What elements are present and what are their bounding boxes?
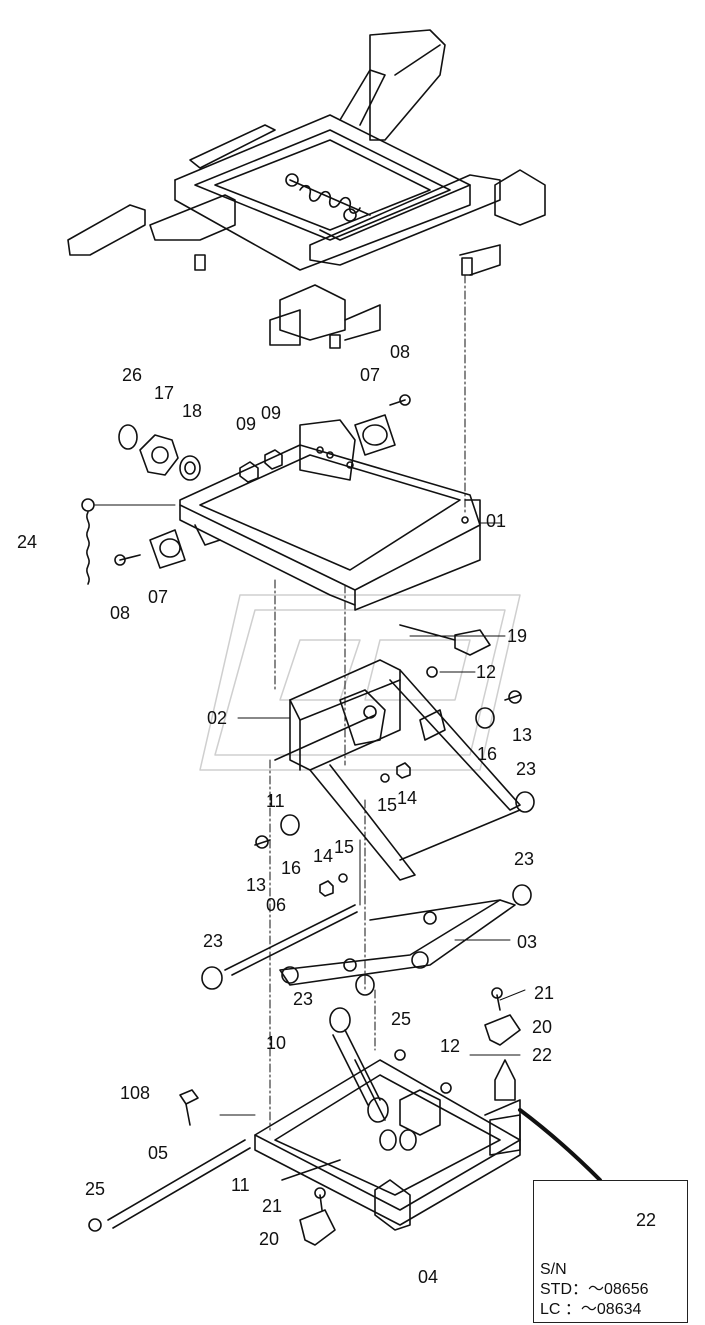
inset-sn-label: S/N — [540, 1261, 567, 1278]
callout-22: 22 — [532, 1045, 553, 1065]
lower-link-03 — [279, 899, 516, 986]
callout-19: 19 — [507, 626, 528, 646]
bracket-01 — [179, 419, 481, 611]
damper-10 — [329, 1007, 389, 1123]
scissor-link-02 — [289, 659, 521, 881]
callout-14-lower: 14 — [313, 846, 334, 866]
callout-108: 108 — [120, 1083, 151, 1103]
inset-lc-range: LC ：～08634 — [540, 1301, 642, 1318]
callout-12-lower: 12 — [440, 1036, 461, 1056]
callout-16-left: 16 — [281, 858, 302, 878]
callout-11-upper: 11 — [266, 791, 285, 811]
nuts-09 — [239, 449, 283, 483]
callout-09-right: 09 — [261, 403, 282, 423]
shaft-05 — [107, 1139, 251, 1229]
callout-15-upper: 15 — [377, 795, 398, 815]
callout-15-lower: 15 — [334, 837, 355, 857]
callout-20-lower: 20 — [259, 1229, 280, 1249]
shaft-06 — [224, 904, 358, 976]
callout-12-upper: 12 — [476, 662, 497, 682]
callout-10: 10 — [266, 1033, 287, 1053]
callout-02: 02 — [207, 708, 228, 728]
inset-callout-22: 22 — [636, 1210, 657, 1230]
inset-pointer — [518, 1108, 602, 1182]
callout-leaders — [219, 522, 526, 1116]
callout-23-c: 23 — [203, 931, 224, 951]
bolts-08 — [114, 394, 411, 566]
pivot-plate-07 — [149, 414, 396, 569]
ring-26 — [118, 424, 138, 450]
seat-frame-top — [67, 29, 546, 349]
callout-18: 18 — [182, 401, 203, 421]
bolt-19 — [399, 624, 491, 656]
callout-13-left: 13 — [246, 875, 267, 895]
brackets-20 — [299, 1014, 521, 1246]
callout-25-lower: 25 — [85, 1179, 106, 1199]
callout-26: 26 — [122, 365, 143, 385]
base-plate-04 — [254, 1059, 521, 1231]
callout-17: 17 — [154, 383, 175, 403]
bolt-108 — [179, 1089, 199, 1126]
callout-07-lower: 07 — [148, 587, 169, 607]
callout-06: 06 — [266, 895, 287, 915]
spacers-16 — [280, 707, 495, 836]
callout-07-upper: 07 — [360, 365, 381, 385]
callout-08-upper: 08 — [390, 342, 411, 362]
callout-04: 04 — [418, 1267, 439, 1287]
callout-25-upper: 25 — [391, 1009, 412, 1029]
bolts-13 — [254, 690, 522, 849]
inset-std-range: STD：～08656 — [540, 1281, 649, 1298]
pin-11-lower — [281, 1159, 341, 1181]
callout-23-a: 23 — [516, 759, 537, 779]
callout-24: 24 — [17, 532, 38, 552]
callout-14-upper: 14 — [397, 788, 418, 808]
callout-03: 03 — [517, 932, 538, 952]
callout-16-right: 16 — [477, 744, 498, 764]
callout-08-lower: 08 — [110, 603, 131, 623]
callout-05: 05 — [148, 1143, 169, 1163]
rod-11 — [274, 714, 376, 761]
nuts-14 — [319, 762, 411, 897]
callout-01: 01 — [486, 511, 507, 531]
screws-21 — [314, 987, 503, 1211]
callout-21-upper: 21 — [534, 983, 555, 1003]
callout-23-b: 23 — [514, 849, 535, 869]
callout-13-right: 13 — [512, 725, 533, 745]
callout-23-d: 23 — [293, 989, 314, 1009]
washers-12 — [426, 666, 452, 1094]
clips-25 — [88, 1049, 406, 1232]
stopper-22 — [489, 1059, 521, 1156]
serial-number-inset: 22 S/N STD：～08656 LC ：～08634 — [533, 1180, 688, 1323]
callout-09-left: 09 — [236, 414, 257, 434]
callout-20-upper: 20 — [532, 1017, 553, 1037]
knob-17 — [139, 434, 179, 476]
chain-24 — [81, 498, 176, 585]
callout-11-lower: 11 — [231, 1175, 250, 1195]
callout-21-lower: 21 — [262, 1196, 283, 1216]
assembly-leader-lines — [269, 274, 466, 1131]
bushing-18 — [179, 455, 201, 481]
washers-15 — [338, 773, 390, 883]
